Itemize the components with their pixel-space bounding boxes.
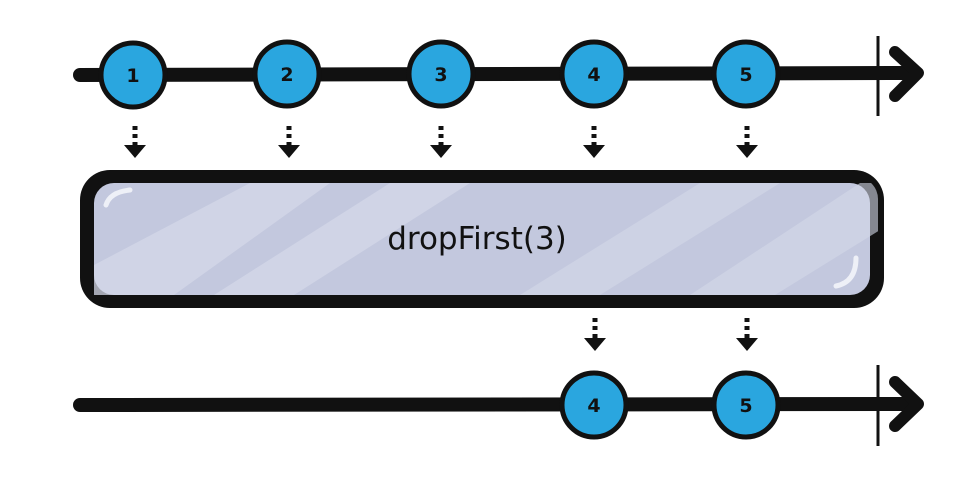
output-marble-label: 5 (739, 395, 752, 417)
output-marble-circle (711, 370, 781, 440)
output-marble-circle (559, 370, 629, 440)
input-marble-label: 5 (739, 64, 752, 86)
operator-box-stripes (94, 183, 878, 295)
input-marble-label: 4 (587, 64, 600, 86)
input-marble: 3 (406, 39, 476, 109)
operator-box: dropFirst(3) (80, 170, 884, 308)
output-marble-label: 4 (587, 395, 600, 417)
input-arrow-down-icon (124, 126, 146, 158)
input-marble-circle (98, 40, 168, 110)
input-arrow-down-icon (736, 126, 758, 158)
input-marble-circle (711, 39, 781, 109)
input-marble-label: 2 (280, 64, 293, 86)
input-arrow-down-icon (430, 126, 452, 158)
output-marble: 4 (559, 370, 629, 440)
output-arrow-down-icon (736, 318, 758, 351)
input-timeline-arrowhead-icon (889, 46, 924, 102)
input-marble-label: 3 (434, 64, 447, 86)
input-arrow-down-icon (278, 126, 300, 158)
input-timeline (73, 36, 924, 116)
input-marble: 1 (98, 40, 168, 110)
input-marble-circle (252, 39, 322, 109)
output-timeline-arrowhead-icon (889, 376, 924, 432)
input-marble: 2 (252, 39, 322, 109)
output-timeline-line (73, 397, 912, 412)
input-timeline-line (73, 66, 912, 82)
output-arrow-down-icon (584, 318, 606, 351)
input-marble: 5 (711, 39, 781, 109)
input-marble-circle (559, 39, 629, 109)
input-arrow-down-icon (583, 126, 605, 158)
input-marble-circle (406, 39, 476, 109)
output-timeline (73, 365, 924, 446)
operator-label: dropFirst(3) (387, 221, 567, 257)
input-marble: 4 (559, 39, 629, 109)
output-marble: 5 (711, 370, 781, 440)
input-marble-label: 1 (126, 65, 139, 87)
